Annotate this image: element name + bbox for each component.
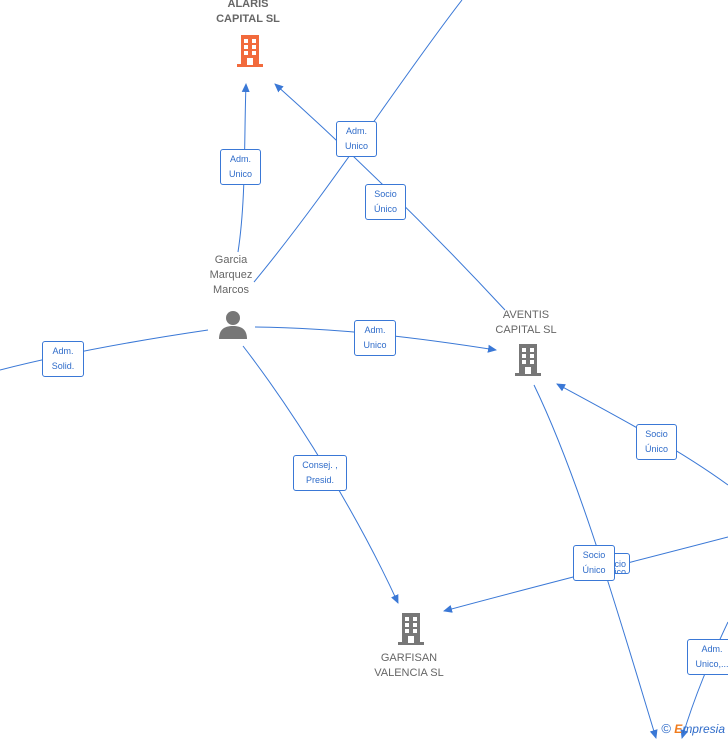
building-icon[interactable] bbox=[234, 33, 266, 69]
garfisan-label[interactable]: GARFISAN VALENCIA SL bbox=[374, 652, 444, 679]
edge-rightlow-bottom bbox=[680, 621, 728, 739]
brand-name: mpresia bbox=[682, 722, 725, 736]
alaris-label[interactable]: ALARIS CAPITAL SL bbox=[216, 0, 280, 25]
edge-label-socio-unico[interactable]: Socio Único bbox=[636, 424, 677, 460]
edge-label-adm-unico-more[interactable]: Adm. Unico,... bbox=[687, 639, 728, 675]
edge-label-adm-unico[interactable]: Adm. Unico bbox=[220, 149, 261, 185]
edge-label-adm-unico[interactable]: Adm. Unico bbox=[354, 320, 396, 356]
edge-label-socio-unico[interactable]: Socio Único bbox=[573, 545, 615, 581]
building-icon[interactable] bbox=[395, 611, 427, 647]
person-icon[interactable] bbox=[217, 309, 249, 341]
edge-label-adm-unico[interactable]: Adm. Unico bbox=[336, 121, 377, 157]
empresia-watermark: © Empresia bbox=[661, 721, 725, 736]
aventis-label[interactable]: AVENTIS CAPITAL SL bbox=[495, 309, 557, 336]
edge-label-adm-solid[interactable]: Adm. Solid. bbox=[42, 341, 84, 377]
edge-label-consej-presid[interactable]: Consej. , Presid. bbox=[293, 455, 347, 491]
brand-initial: E bbox=[674, 722, 683, 736]
building-icon[interactable] bbox=[512, 342, 544, 378]
edge-label-socio-unico[interactable]: Socio Único bbox=[365, 184, 406, 220]
person-label[interactable]: Garcia Marquez Marcos bbox=[209, 254, 253, 296]
copyright-symbol: © bbox=[661, 721, 671, 736]
edge-left-person bbox=[0, 329, 209, 371]
